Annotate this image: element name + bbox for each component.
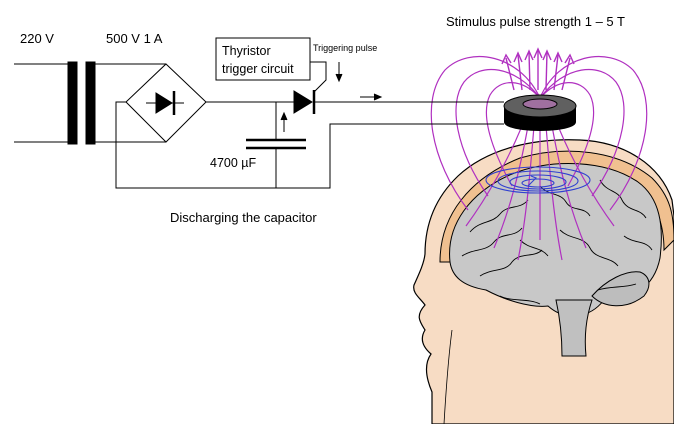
mains-voltage-label: 220 V	[20, 31, 54, 46]
stimulus-strength-label: Stimulus pulse strength 1 – 5 T	[446, 14, 625, 29]
circuit	[14, 37, 504, 189]
discharge-caption: Discharging the capacitor	[170, 210, 317, 225]
capacitance-label: 4700 µF	[210, 156, 256, 170]
triggering-pulse-label: Triggering pulse	[313, 43, 377, 53]
trigger-box-label-line2: trigger circuit	[222, 62, 294, 76]
stimulation-coil	[503, 94, 577, 131]
brain-gyri	[461, 179, 653, 305]
gate-line	[310, 61, 327, 93]
bridge-rectifier	[125, 63, 207, 143]
thyristor	[293, 90, 313, 114]
trigger-circuit-box	[215, 37, 311, 81]
trigger-box-label-line1: Thyristor	[222, 44, 271, 58]
field-arrows	[501, 47, 575, 91]
ear-line	[443, 329, 453, 424]
transformer-core-left	[67, 61, 78, 145]
head-illustration	[413, 139, 674, 424]
brain	[449, 163, 662, 317]
induced-current-loops	[485, 166, 591, 194]
transformer-core-right	[85, 61, 96, 145]
brain-stem	[555, 299, 593, 357]
coil-hole	[522, 98, 558, 110]
cerebellum	[591, 271, 650, 307]
output-rating-label: 500 V 1 A	[106, 31, 163, 46]
